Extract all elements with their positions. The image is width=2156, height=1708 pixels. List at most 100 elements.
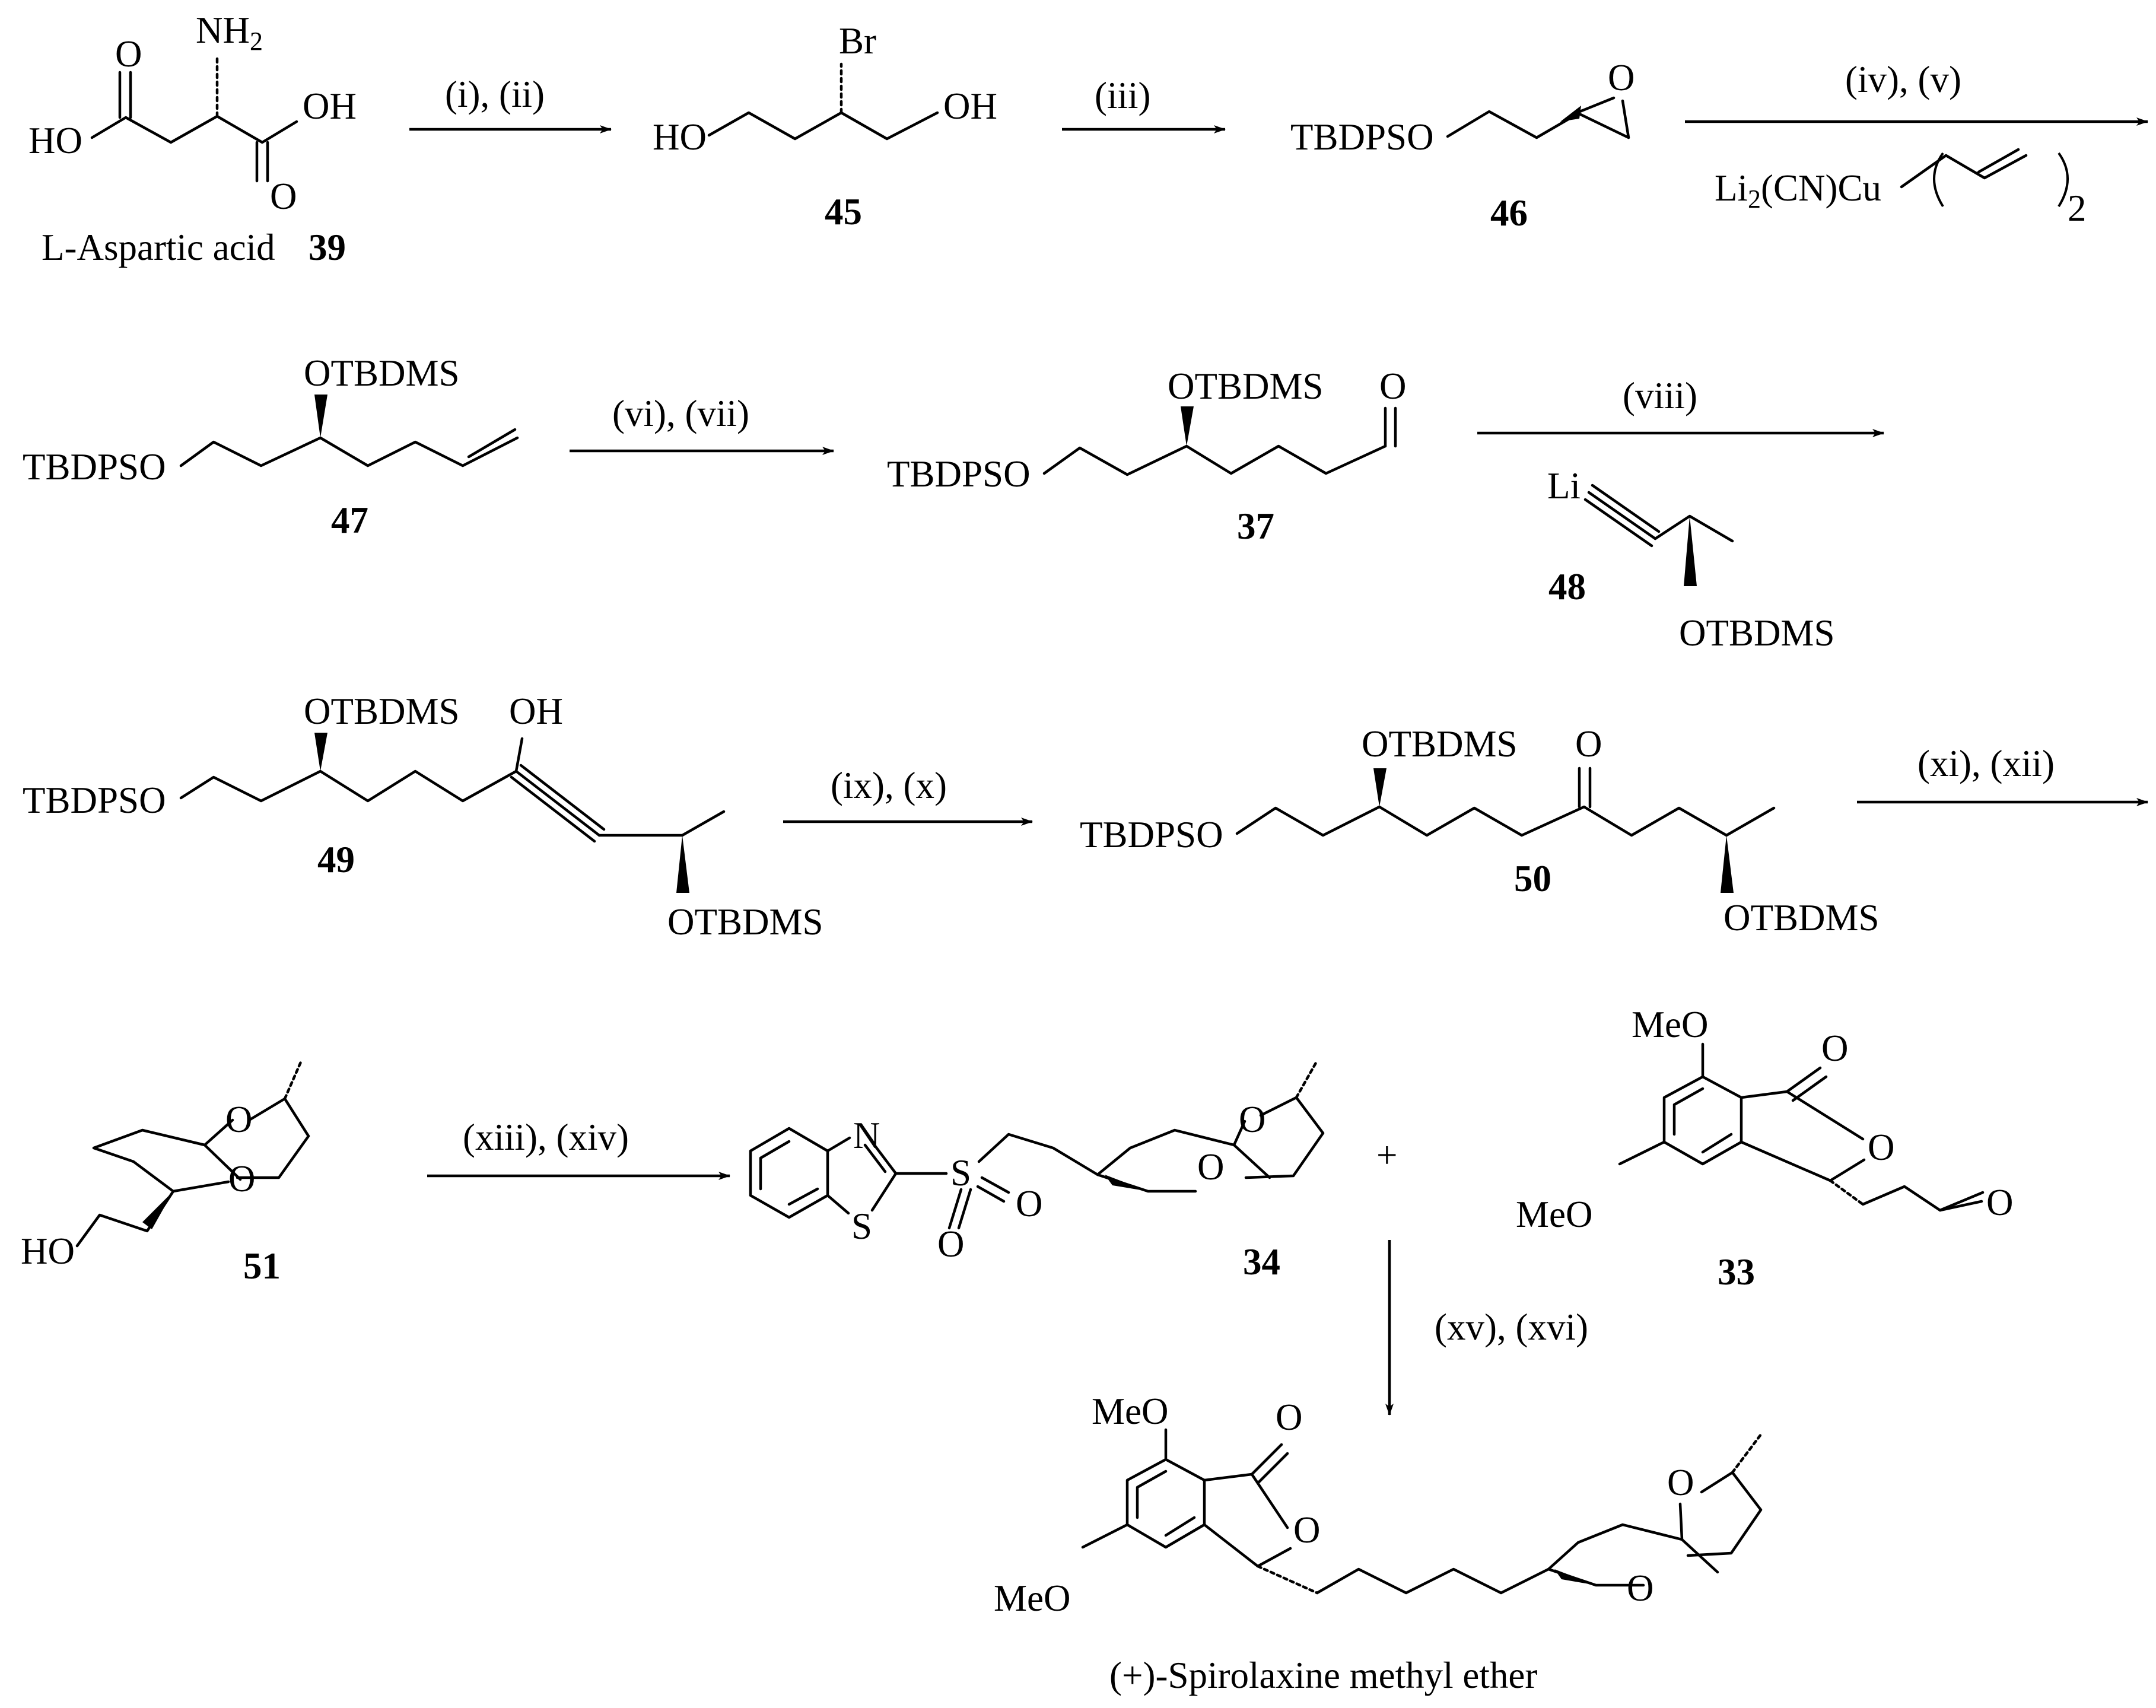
reaction-arrow-2: (iii)	[1062, 75, 1226, 133]
reaction-conditions: (iv), (v)	[1845, 59, 1961, 100]
c37-wedge	[1181, 406, 1194, 446]
otbdms-label-2: OTBDMS	[1723, 897, 1880, 939]
c48-chain	[1653, 514, 1734, 543]
reaction-conditions: (xiii), (xiv)	[463, 1117, 629, 1158]
otbdms-label: OTBDMS	[1679, 612, 1835, 654]
c34-thf-ring	[1232, 1096, 1325, 1179]
reaction-arrow-1: (i), (ii)	[409, 74, 612, 133]
aldehyde-o-label: O	[1986, 1182, 2014, 1223]
compound-45: HO Br OH 45	[653, 20, 997, 233]
c37-aldehyde-double	[1384, 406, 1397, 448]
c33-lactone-co	[1785, 1066, 1828, 1102]
reaction-arrow-3: (iv), (v) Li2(CN)Cu 2	[1685, 59, 2148, 229]
product-side-chain	[1256, 1564, 1319, 1595]
reaction-conditions: (i), (ii)	[445, 74, 545, 115]
meo-label: MeO	[1092, 1391, 1168, 1432]
otbdms-label: OTBDMS	[1168, 365, 1324, 407]
compound-39-aspartic-acid: O HO NH2 OH O L-Aspartic acid 39	[28, 9, 357, 268]
c46-chain	[1446, 110, 1575, 139]
product-methyl	[1731, 1433, 1763, 1474]
c34-benzene-inner	[759, 1140, 819, 1206]
c34-so-double	[947, 1188, 972, 1230]
c34-linker	[977, 1133, 1099, 1176]
compound-number: 45	[825, 191, 862, 233]
compound-number: 34	[1243, 1241, 1280, 1283]
paren-left	[1933, 152, 1944, 208]
c49-wedge-2	[676, 835, 689, 893]
aspartic-skeleton	[90, 114, 298, 144]
otbdms-label: OTBDMS	[304, 691, 460, 732]
c47-terminal-alkene	[467, 428, 517, 459]
carbonyl-o-label: O	[115, 33, 142, 75]
c50-chain	[1235, 805, 1776, 837]
sulfone-o-label-2: O	[1016, 1183, 1043, 1224]
c37-chain	[1042, 444, 1387, 476]
otbdms-label-2: OTBDMS	[667, 901, 823, 943]
c33-chain	[1861, 1185, 1983, 1212]
compound-47: TBDPSO OTBDMS 47	[23, 352, 519, 541]
reaction-arrow-9: (xv), (xvi)	[1385, 1240, 1588, 1416]
product-meo-bond-2	[1081, 1523, 1129, 1549]
compound-name: L-Aspartic acid	[42, 227, 275, 268]
c33-benzene-inner	[1672, 1087, 1733, 1154]
otbdms-label: OTBDMS	[304, 352, 460, 394]
c50-wedge-2	[1721, 835, 1734, 893]
ho-label: HO	[28, 120, 82, 161]
compound-number: 33	[1718, 1251, 1755, 1293]
c33-aldehyde-double	[1938, 1191, 1985, 1212]
compound-number: 37	[1237, 505, 1274, 547]
compound-37: TBDPSO OTBDMS O 37	[887, 365, 1407, 547]
compound-46: TBDPSO O 46	[1290, 57, 1635, 234]
thiazole-n-label: N	[853, 1115, 880, 1156]
tbdpso-label: TBDPSO	[1290, 116, 1434, 158]
c33-meo-bond-2	[1618, 1140, 1666, 1166]
product-benzene-inner	[1136, 1470, 1196, 1537]
product-chain	[1315, 1567, 1550, 1595]
compound-number: 39	[309, 227, 346, 268]
reaction-conditions: (iii)	[1095, 75, 1150, 116]
c50-wedge	[1373, 768, 1387, 807]
oh-label: OH	[943, 85, 997, 127]
reaction-arrow-6: (ix), (x)	[783, 765, 1033, 826]
aldehyde-o-label: O	[1379, 365, 1407, 407]
product-lactone-co	[1250, 1443, 1289, 1485]
allyl-group	[1900, 148, 2028, 189]
c33-side-chain	[1829, 1179, 1865, 1206]
thf-o-label: O	[1667, 1462, 1694, 1503]
c46-wedge	[1560, 106, 1581, 122]
reaction-conditions: (vi), (vii)	[612, 393, 749, 434]
c34-methyl	[1295, 1059, 1319, 1099]
compound-51: HO O O 51	[21, 1059, 310, 1287]
epoxide-o-label: O	[1608, 57, 1635, 98]
li-label: Li	[1547, 465, 1581, 507]
ketone-o-label: O	[1575, 723, 1602, 765]
oh-label: OH	[303, 85, 357, 127]
c47-chain	[179, 436, 519, 467]
compound-number: 49	[317, 839, 355, 880]
meo-label-2: MeO	[994, 1577, 1070, 1619]
c34-wedge	[1105, 1175, 1148, 1191]
compound-33: MeO O O MeO O 33	[1516, 1004, 2014, 1293]
c51-pyran-ring	[92, 1128, 242, 1193]
br-label: Br	[839, 20, 876, 62]
tbdpso-label: TBDPSO	[887, 453, 1031, 495]
reaction-arrow-5: (viii)	[1477, 375, 1884, 437]
nh2-label: NH2	[196, 9, 263, 56]
c49-chain	[179, 769, 518, 803]
subscript-2: 2	[2068, 187, 2087, 229]
reaction-conditions: (xv), (xvi)	[1435, 1306, 1588, 1348]
c47-wedge	[314, 395, 327, 438]
product-spirolaxine-methyl-ether: MeO O O MeO O O (+)-Spirolaxine methyl e…	[994, 1391, 1763, 1696]
meo-label-2: MeO	[1516, 1194, 1592, 1235]
c51-side-chain	[75, 1189, 175, 1248]
c46-epoxide	[1575, 96, 1630, 139]
lactone-carbonyl-o-label: O	[1276, 1397, 1303, 1438]
tbdpso-label: TBDPSO	[23, 446, 166, 488]
tbdpso-label: TBDPSO	[1080, 814, 1223, 855]
thf-o-label: O	[1239, 1099, 1266, 1140]
compound-number: 46	[1490, 192, 1528, 234]
reaction-conditions: (ix), (x)	[831, 765, 947, 806]
compound-number: 47	[331, 500, 368, 541]
pyran-o-label: O	[1627, 1567, 1654, 1609]
